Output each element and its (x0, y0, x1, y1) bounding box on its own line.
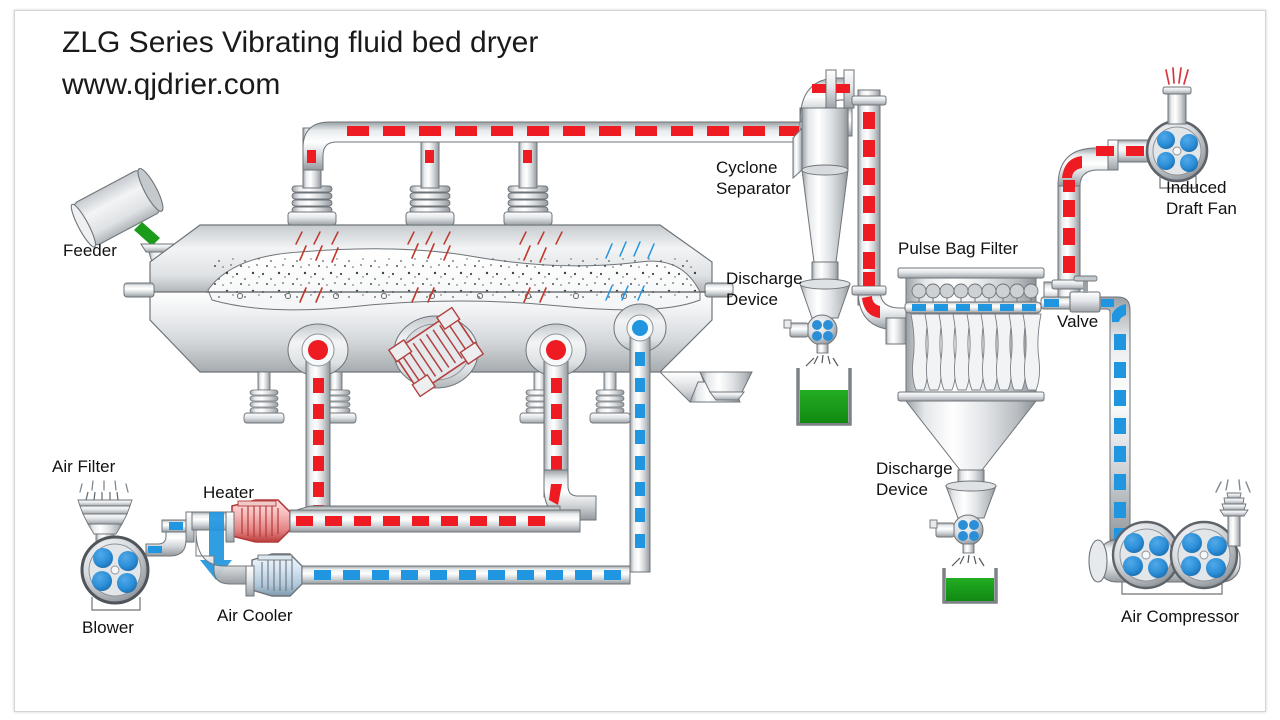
label-feeder: Feeder (63, 241, 117, 260)
vibrating-fluid-bed-dryer (123, 127, 753, 424)
label-discharge-device-dryer: Discharge Device (726, 269, 803, 309)
discharge-device-cyclone (783, 314, 838, 354)
valve[interactable] (1069, 275, 1101, 313)
exhaust-header-pipe (302, 121, 801, 171)
label-discharge-device-filter: Discharge Device (876, 459, 953, 499)
label-blower: Blower (82, 618, 134, 637)
hot-air-riser-left (287, 323, 349, 528)
label-air-compressor: Air Compressor (1121, 607, 1240, 626)
label-air-filter: Air Filter (52, 457, 116, 476)
label-cyclone-separator: Cyclone Separator (716, 158, 791, 198)
label-pulse-bag-filter: Pulse Bag Filter (898, 239, 1018, 258)
label-valve: Valve (1057, 312, 1099, 331)
page-title: ZLG Series Vibrating fluid bed dryer (62, 26, 539, 59)
discharge-device-bagfilter (929, 514, 984, 554)
hot-air-dashes-main (296, 516, 545, 526)
label-heater: Heater (203, 483, 255, 502)
compressed-air-line (1040, 275, 1131, 542)
hot-air-main-pipe (225, 505, 581, 543)
air-compressor (1088, 479, 1251, 595)
air-intake-lines-icon (79, 480, 129, 493)
product-bin-cyclone (796, 354, 852, 426)
feed-material-stream (134, 222, 160, 246)
cool-air-main-pipe (245, 565, 631, 597)
exhaust-vapor-icon (1165, 67, 1189, 85)
vibration-motor (387, 306, 485, 398)
cool-air-dashes-main (314, 570, 621, 580)
induced-draft-fan (1145, 67, 1209, 189)
website-url: www.qjdrier.com (62, 68, 281, 101)
cool-air-riser (613, 303, 667, 573)
hot-air-dashes-header (307, 126, 799, 163)
hot-air-riser-right (525, 323, 597, 521)
product-bin-bagfilter (942, 554, 998, 604)
heater (231, 499, 291, 543)
compressor-intake-filter-icon (1219, 492, 1249, 517)
blower (80, 535, 150, 611)
title-block: ZLG Series Vibrating fluid bed dryer www… (62, 22, 538, 106)
label-induced-draft-fan: Induced Draft Fan (1166, 178, 1237, 218)
cyclone-separator (792, 69, 855, 319)
label-air-cooler: Air Cooler (217, 606, 293, 625)
